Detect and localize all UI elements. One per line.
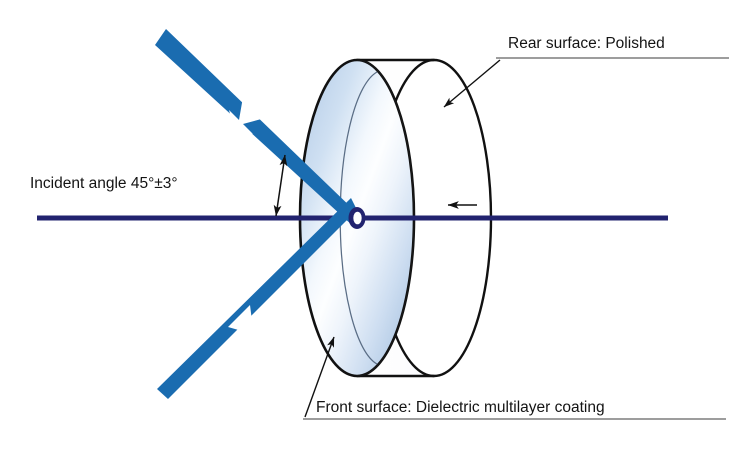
rear-surface-callout: Rear surface: Polished [443,35,729,108]
front-surface-callout: Front surface: Dielectric multilayer coa… [303,336,726,420]
rear-surface-leader-line [443,59,501,108]
front-surface-label: Front surface: Dielectric multilayer coa… [316,399,605,416]
incident-beam-shaft [155,29,357,226]
incident-angle-label: Incident angle 45°±3° [30,175,178,192]
rear-surface-label: Rear surface: Polished [508,35,665,52]
front-surface-leader-line [304,336,335,418]
reflected-beam [157,198,357,399]
rear-surface-inner-arc-upper [356,59,415,219]
incident-beam-arrow-icon [229,97,265,134]
beam-incidence-point-icon [348,207,366,229]
rear-surface-inner-arc [356,217,415,377]
reflected-beam-arrow-icon [228,305,264,343]
angle-dimension-arrow-icon [273,154,288,217]
incident-beam [155,29,357,226]
reflected-beam-shaft [157,198,357,399]
